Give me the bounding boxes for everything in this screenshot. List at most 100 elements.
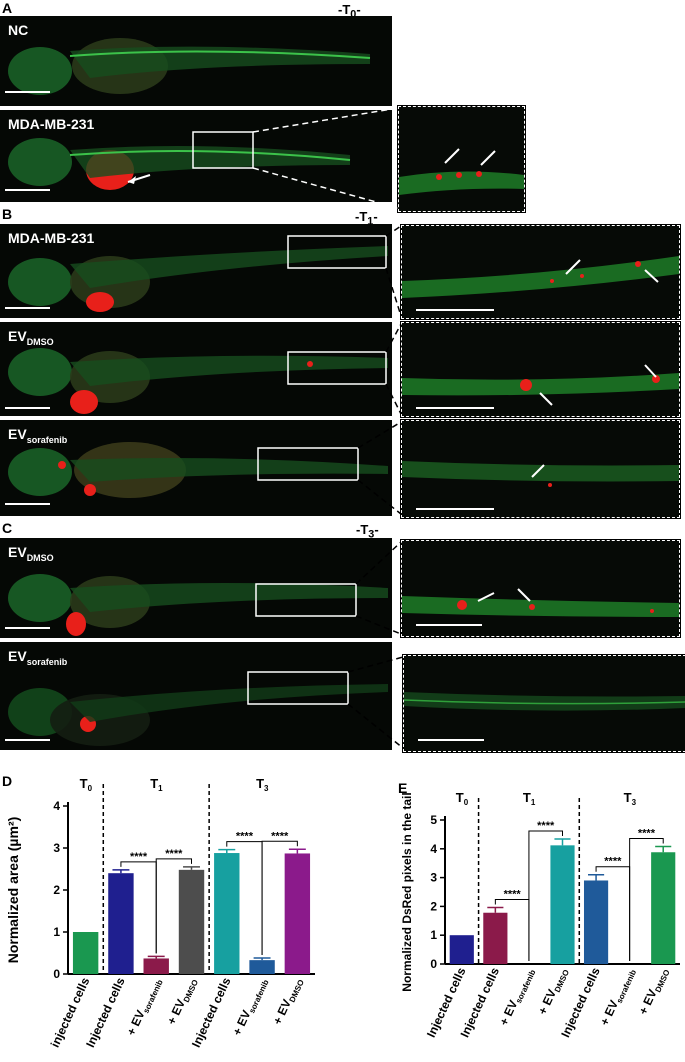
bar [214,853,240,974]
y-tick-label: 4 [430,842,437,856]
inset-c1 [400,539,681,638]
group-label: T1 [523,790,536,807]
row-label-evsor-b: EVsorafenib [8,426,68,445]
y-tick-label: 5 [430,813,437,827]
bar [583,880,609,964]
bar [143,958,169,974]
inset-b1 [400,224,681,320]
category-label: + EVDMSO [636,965,672,1017]
bar [284,853,311,974]
bar [651,852,676,964]
micrograph-nc: NC [0,16,392,106]
significance-label: **** [271,830,289,842]
category-label: + EVsorafenib [597,965,638,1028]
micrograph-evsor-t3: EVsorafenib [0,642,392,750]
group-label: T0 [80,776,93,793]
group-label: T0 [456,790,469,807]
row-label-mda-b: MDA-MB-231 [8,230,95,246]
y-tick-label: 1 [430,928,437,942]
micrograph-evdmso-t3: EVDMSO [0,538,392,638]
y-tick-label: 0 [53,967,60,981]
micrograph-evdmso-t1: EVDMSO [0,322,392,416]
category-label-text: + EVDMSO [636,965,672,1017]
panel-a-time: -T0- [338,2,361,21]
category-label-text: + EVsorafenib [497,965,538,1028]
significance-label: **** [504,889,522,901]
category-label: + EVDMSO [164,975,200,1027]
significance-label: **** [537,820,555,832]
significance-label: **** [130,851,148,863]
y-tick-label: 1 [53,925,60,939]
bar [483,912,508,964]
bar [449,935,474,964]
category-label-text: + EVsorafenib [230,975,271,1038]
category-label: + EVsorafenib [230,975,271,1038]
zebrafish-larva-image [5,671,388,746]
y-axis-label: Normalized area (µm²) [5,817,21,964]
inset-zoom-image [399,148,524,195]
category-label-text: + EVDMSO [270,975,306,1027]
zebrafish-larva-image [5,131,351,191]
micrograph-mda-t0: MDA-MB-231 [0,110,392,202]
significance-label: **** [236,831,254,843]
significance-bracket [155,858,192,954]
micrograph-evsor-t1: EVsorafenib [0,420,392,516]
zebrafish-larva-image [5,574,388,636]
panel-b-label: B [2,206,13,222]
zebrafish-larva-image [5,442,388,505]
micrograph-mda-t1: MDA-MB-231 [0,224,392,318]
panel-b-time: -T1- [355,209,378,228]
y-tick-label: 3 [430,871,437,885]
significance-label: **** [638,827,656,839]
inset-zoom-image [402,461,679,510]
category-label: + EVsorafenib [124,975,165,1038]
y-tick-label: 2 [53,883,60,897]
inset-zoom-image [402,364,679,409]
significance-bracket [528,830,563,961]
bar [72,932,99,974]
significance-label: **** [165,848,183,860]
inset-b2 [400,321,681,418]
bar [550,845,575,964]
inset-c2 [402,654,685,753]
row-label-nc: NC [8,22,29,38]
panel-a-label: A [2,0,13,16]
y-axis-label: Normalized DsRed pixels in the tail [400,792,414,991]
category-label: + EVDMSO [535,965,571,1017]
inset-zoom-image [402,588,679,626]
category-label-text: + EVsorafenib [124,975,165,1038]
panel-d-label: D [2,773,13,789]
inset-zoom-image [404,692,685,741]
y-tick-label: 2 [430,899,437,913]
inset-zoom-image [402,256,679,311]
y-tick-label: 4 [53,799,60,813]
bar [249,960,275,974]
zebrafish-larva-image [5,38,371,95]
row-label-evdmso-c: EVDMSO [8,544,54,563]
significance-bracket [629,837,664,961]
panel-c-label: C [2,520,13,536]
y-tick-label: 3 [53,841,60,855]
chart-panel-e: 0 1 2 3 4 5 Normalized DsRed pixels in the tai… [400,790,680,1040]
category-label: + EVsorafenib [497,965,538,1028]
category-label-text: + EVDMSO [164,975,200,1027]
bar [178,869,205,974]
significance-bracket [261,840,298,956]
group-label: T3 [624,790,637,807]
inset-a [397,105,526,213]
zebrafish-larva-image [5,235,388,312]
y-tick-label: 0 [430,957,437,971]
bar [108,873,134,974]
row-label-evdmso-b: EVDMSO [8,328,54,347]
row-label-mda: MDA-MB-231 [8,116,95,132]
category-label-text: + EVDMSO [535,965,571,1017]
group-label: T1 [150,776,163,793]
group-label: T3 [256,776,269,793]
panel-c-time: -T3- [356,522,379,541]
panel-e-label: E [398,780,408,796]
category-label: + EVDMSO [270,975,306,1027]
zebrafish-larva-image [5,348,388,414]
inset-b3 [400,419,681,519]
category-label-text: + EVsorafenib [597,965,638,1028]
